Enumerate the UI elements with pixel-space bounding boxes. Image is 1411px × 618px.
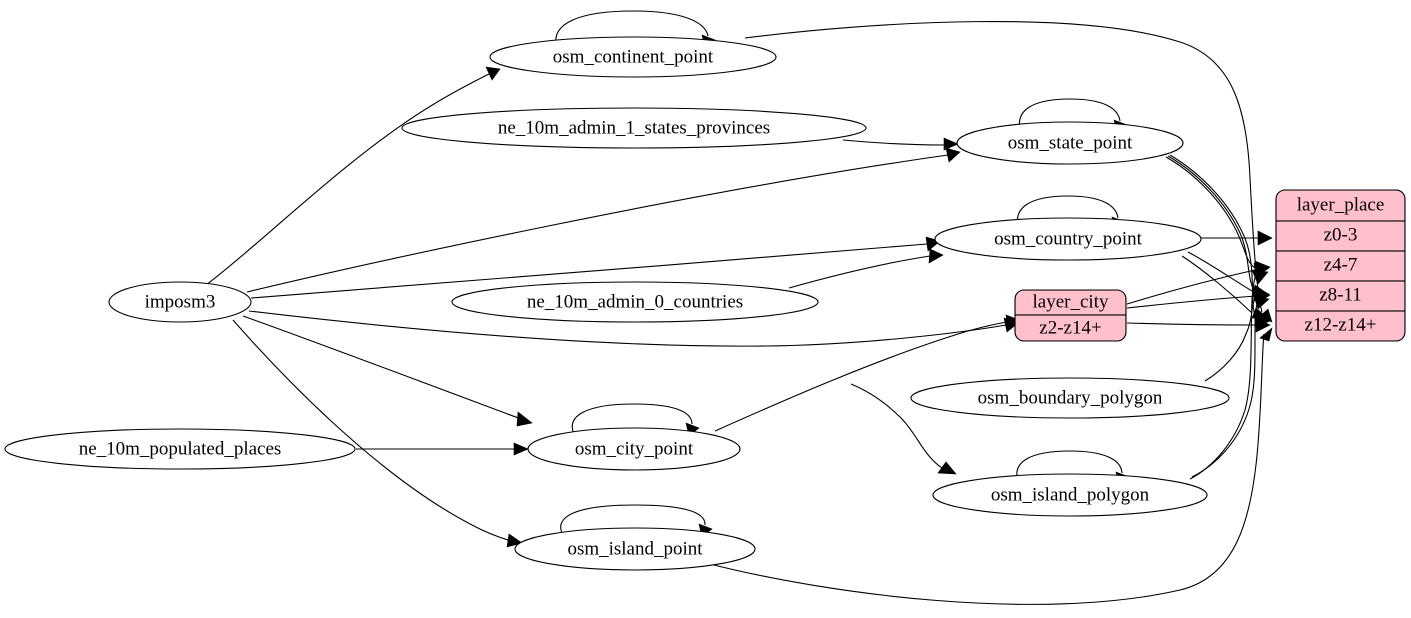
edge-osm_island_polygon-to-layer_place-z4 bbox=[1189, 274, 1257, 480]
node-osm_boundary_polygon-label: osm_boundary_polygon bbox=[978, 387, 1163, 408]
record-node-layer: layer_city z2-z14+ layer_place z0-3 z4-7… bbox=[1014, 189, 1406, 342]
arrowhead-layer_city-layer_place-z12 bbox=[1255, 317, 1271, 333]
node-osm_continent_point[interactable]: osm_continent_point bbox=[489, 36, 777, 78]
node-osm_island_polygon-shape[interactable] bbox=[932, 473, 1208, 517]
arrowhead-imposm3-osm_continent_point bbox=[485, 66, 501, 81]
node-osm_island_polygon[interactable]: osm_island_polygon bbox=[932, 473, 1208, 517]
edge-imposm3-to-osm_state_point bbox=[246, 154, 949, 293]
edge-layer_city-to-layer_place-z4 bbox=[1126, 269, 1256, 305]
arrowhead-osm_country_point-layer_place-z0 bbox=[1257, 230, 1273, 246]
record-node-layer_place-outline bbox=[1275, 189, 1406, 342]
record-cell-layer_place-z12-z14[interactable] bbox=[1276, 310, 1405, 341]
record-label-layer_place-z12-z14: z12-z14+ bbox=[1305, 314, 1377, 335]
record-label-layer_city-z2-z14: z2-z14+ bbox=[1039, 317, 1101, 338]
record-node-layer_place[interactable]: layer_place z0-3 z4-7 z8-11 z12-z14+ bbox=[1275, 189, 1406, 342]
node-osm_city_point[interactable]: osm_city_point bbox=[527, 427, 741, 471]
node-ne_10m_admin_0_countries-shape[interactable] bbox=[451, 281, 819, 323]
node-imposm3[interactable]: imposm3 bbox=[108, 281, 252, 323]
arrowhead-layer_city-layer_place-z4 bbox=[1253, 262, 1270, 278]
node-osm_city_point-shape[interactable] bbox=[527, 427, 741, 471]
edge-layer bbox=[205, 10, 1273, 605]
node-osm_city_point-label: osm_city_point bbox=[575, 438, 694, 459]
node-osm_island_polygon-label: osm_island_polygon bbox=[991, 484, 1150, 505]
node-osm_state_point-label: osm_state_point bbox=[1008, 132, 1133, 153]
arrowhead-osm_city_point-layer_city bbox=[1005, 314, 1020, 330]
arrowhead-osm_island_point-layer_place-z12 bbox=[1259, 327, 1273, 342]
edge-osm_country_point-to-layer_place-z12 bbox=[1181, 255, 1253, 314]
record-cell-layer_place-z8-11[interactable] bbox=[1276, 280, 1405, 312]
record-label-layer_place-z4-7: z4-7 bbox=[1324, 254, 1358, 275]
node-imposm3-shape[interactable] bbox=[108, 281, 252, 323]
node-ne_10m_admin_1_states_provinces-shape[interactable] bbox=[401, 107, 867, 149]
node-ne_10m_admin_1_states_provinces-label: ne_10m_admin_1_states_provinces bbox=[498, 117, 770, 138]
edge-layer_city-to-layer_place-z12 bbox=[1126, 322, 1257, 326]
record-node-layer_city[interactable]: layer_city z2-z14+ bbox=[1014, 289, 1127, 342]
node-osm_island_point-label: osm_island_point bbox=[567, 538, 703, 559]
edge-osm_country_point-self-loop bbox=[1016, 195, 1119, 227]
edge-osm_boundary_polygon-to-layer_place-z8 bbox=[1204, 296, 1258, 382]
edge-imposm3-to-layer_city bbox=[248, 310, 1007, 347]
edge-layer_city-to-layer_place-z8 bbox=[1126, 295, 1257, 309]
edge-osm_state_point-to-layer_place-z8 bbox=[1167, 155, 1257, 294]
edge-osm_boundary_polygon-to-osm_island_polygon bbox=[850, 383, 943, 469]
arrowhead-layer_city-layer_place-z8 bbox=[1255, 288, 1271, 304]
node-imposm3-label: imposm3 bbox=[145, 291, 216, 312]
arrowhead-osm_boundary_polygon-osm_island_polygon bbox=[937, 461, 957, 475]
node-osm_country_point-label: osm_country_point bbox=[994, 228, 1142, 249]
node-osm_boundary_polygon[interactable]: osm_boundary_polygon bbox=[910, 377, 1230, 419]
edge-imposm3-to-osm_city_point bbox=[242, 315, 522, 420]
edge-osm_city_point-to-layer_city bbox=[714, 321, 1008, 432]
node-osm_state_point-shape[interactable] bbox=[956, 121, 1184, 165]
edge-osm_country_point-to-layer_place-z8 bbox=[1187, 251, 1253, 292]
edge-imposm3-to-osm_continent_point bbox=[205, 73, 490, 286]
node-ne_10m_admin_1_states_provinces[interactable]: ne_10m_admin_1_states_provinces bbox=[401, 107, 867, 149]
edge-imposm3-to-osm_island_point bbox=[232, 319, 512, 542]
node-layer: imposm3 ne_10m_admin_1_states_provinces … bbox=[4, 36, 1230, 571]
node-osm_continent_point-label: osm_continent_point bbox=[553, 46, 714, 67]
node-osm_boundary_polygon-shape[interactable] bbox=[910, 377, 1230, 419]
edge-osm_island_point-to-layer_place-z12 bbox=[705, 333, 1265, 605]
record-cell-layer_place-z4-7[interactable] bbox=[1276, 250, 1405, 282]
node-osm_country_point-shape[interactable] bbox=[934, 217, 1202, 261]
node-osm_country_point[interactable]: osm_country_point bbox=[934, 217, 1202, 261]
edge-osm_state_point-to-layer_place-z12 bbox=[1169, 154, 1258, 321]
record-label-layer_place-z8-11: z8-11 bbox=[1319, 284, 1362, 305]
arrowhead-imposm3-osm_state_point bbox=[945, 147, 961, 163]
edge-osm_island_point-self-loop bbox=[560, 504, 706, 536]
edge-osm_state_point-self-loop bbox=[1018, 98, 1121, 130]
edge-imposm3-to-osm_country_point bbox=[250, 243, 928, 299]
arrowhead-ne_admin_0_countries-osm_country_point bbox=[928, 248, 944, 264]
edge-osm_state_point-to-layer_place-z4 bbox=[1165, 156, 1256, 269]
record-label-layer_place-title: layer_place bbox=[1297, 194, 1385, 215]
edge-osm_island_polygon-self-loop bbox=[1016, 450, 1123, 482]
node-osm_island_point-shape[interactable] bbox=[514, 527, 756, 571]
arrowhead-ne_states_provinces-osm_state_point bbox=[943, 137, 959, 151]
node-osm_continent_point-shape[interactable] bbox=[489, 36, 777, 78]
record-label-layer_place-z0-3: z0-3 bbox=[1324, 224, 1358, 245]
record-label-layer_city-title: layer_city bbox=[1033, 291, 1109, 312]
node-ne_10m_populated_places[interactable]: ne_10m_populated_places bbox=[4, 428, 356, 470]
node-ne_10m_admin_0_countries-label: ne_10m_admin_0_countries bbox=[527, 291, 743, 312]
node-ne_10m_admin_0_countries[interactable]: ne_10m_admin_0_countries bbox=[451, 281, 819, 323]
node-osm_island_point[interactable]: osm_island_point bbox=[514, 527, 756, 571]
arrowhead-ne_populated_places-osm_city_point bbox=[513, 442, 529, 456]
arrowhead-imposm3-osm_city_point bbox=[516, 411, 533, 427]
record-node-layer_city-outline bbox=[1014, 289, 1127, 342]
edge-osm_continent_point-self-loop bbox=[555, 10, 709, 45]
record-cell-layer_city-z2-z14[interactable] bbox=[1015, 314, 1126, 341]
node-ne_10m_populated_places-label: ne_10m_populated_places bbox=[79, 438, 282, 459]
edge-ne_admin_0_countries-to-osm_country_point bbox=[788, 255, 931, 289]
edge-osm_city_point-self-loop bbox=[571, 403, 693, 435]
edge-osm_continent_point-to-layer_place-z12 bbox=[744, 20, 1263, 313]
node-ne_10m_populated_places-shape[interactable] bbox=[4, 428, 356, 470]
edge-ne_states_provinces-to-osm_state_point bbox=[842, 139, 945, 146]
node-osm_state_point[interactable]: osm_state_point bbox=[956, 121, 1184, 165]
